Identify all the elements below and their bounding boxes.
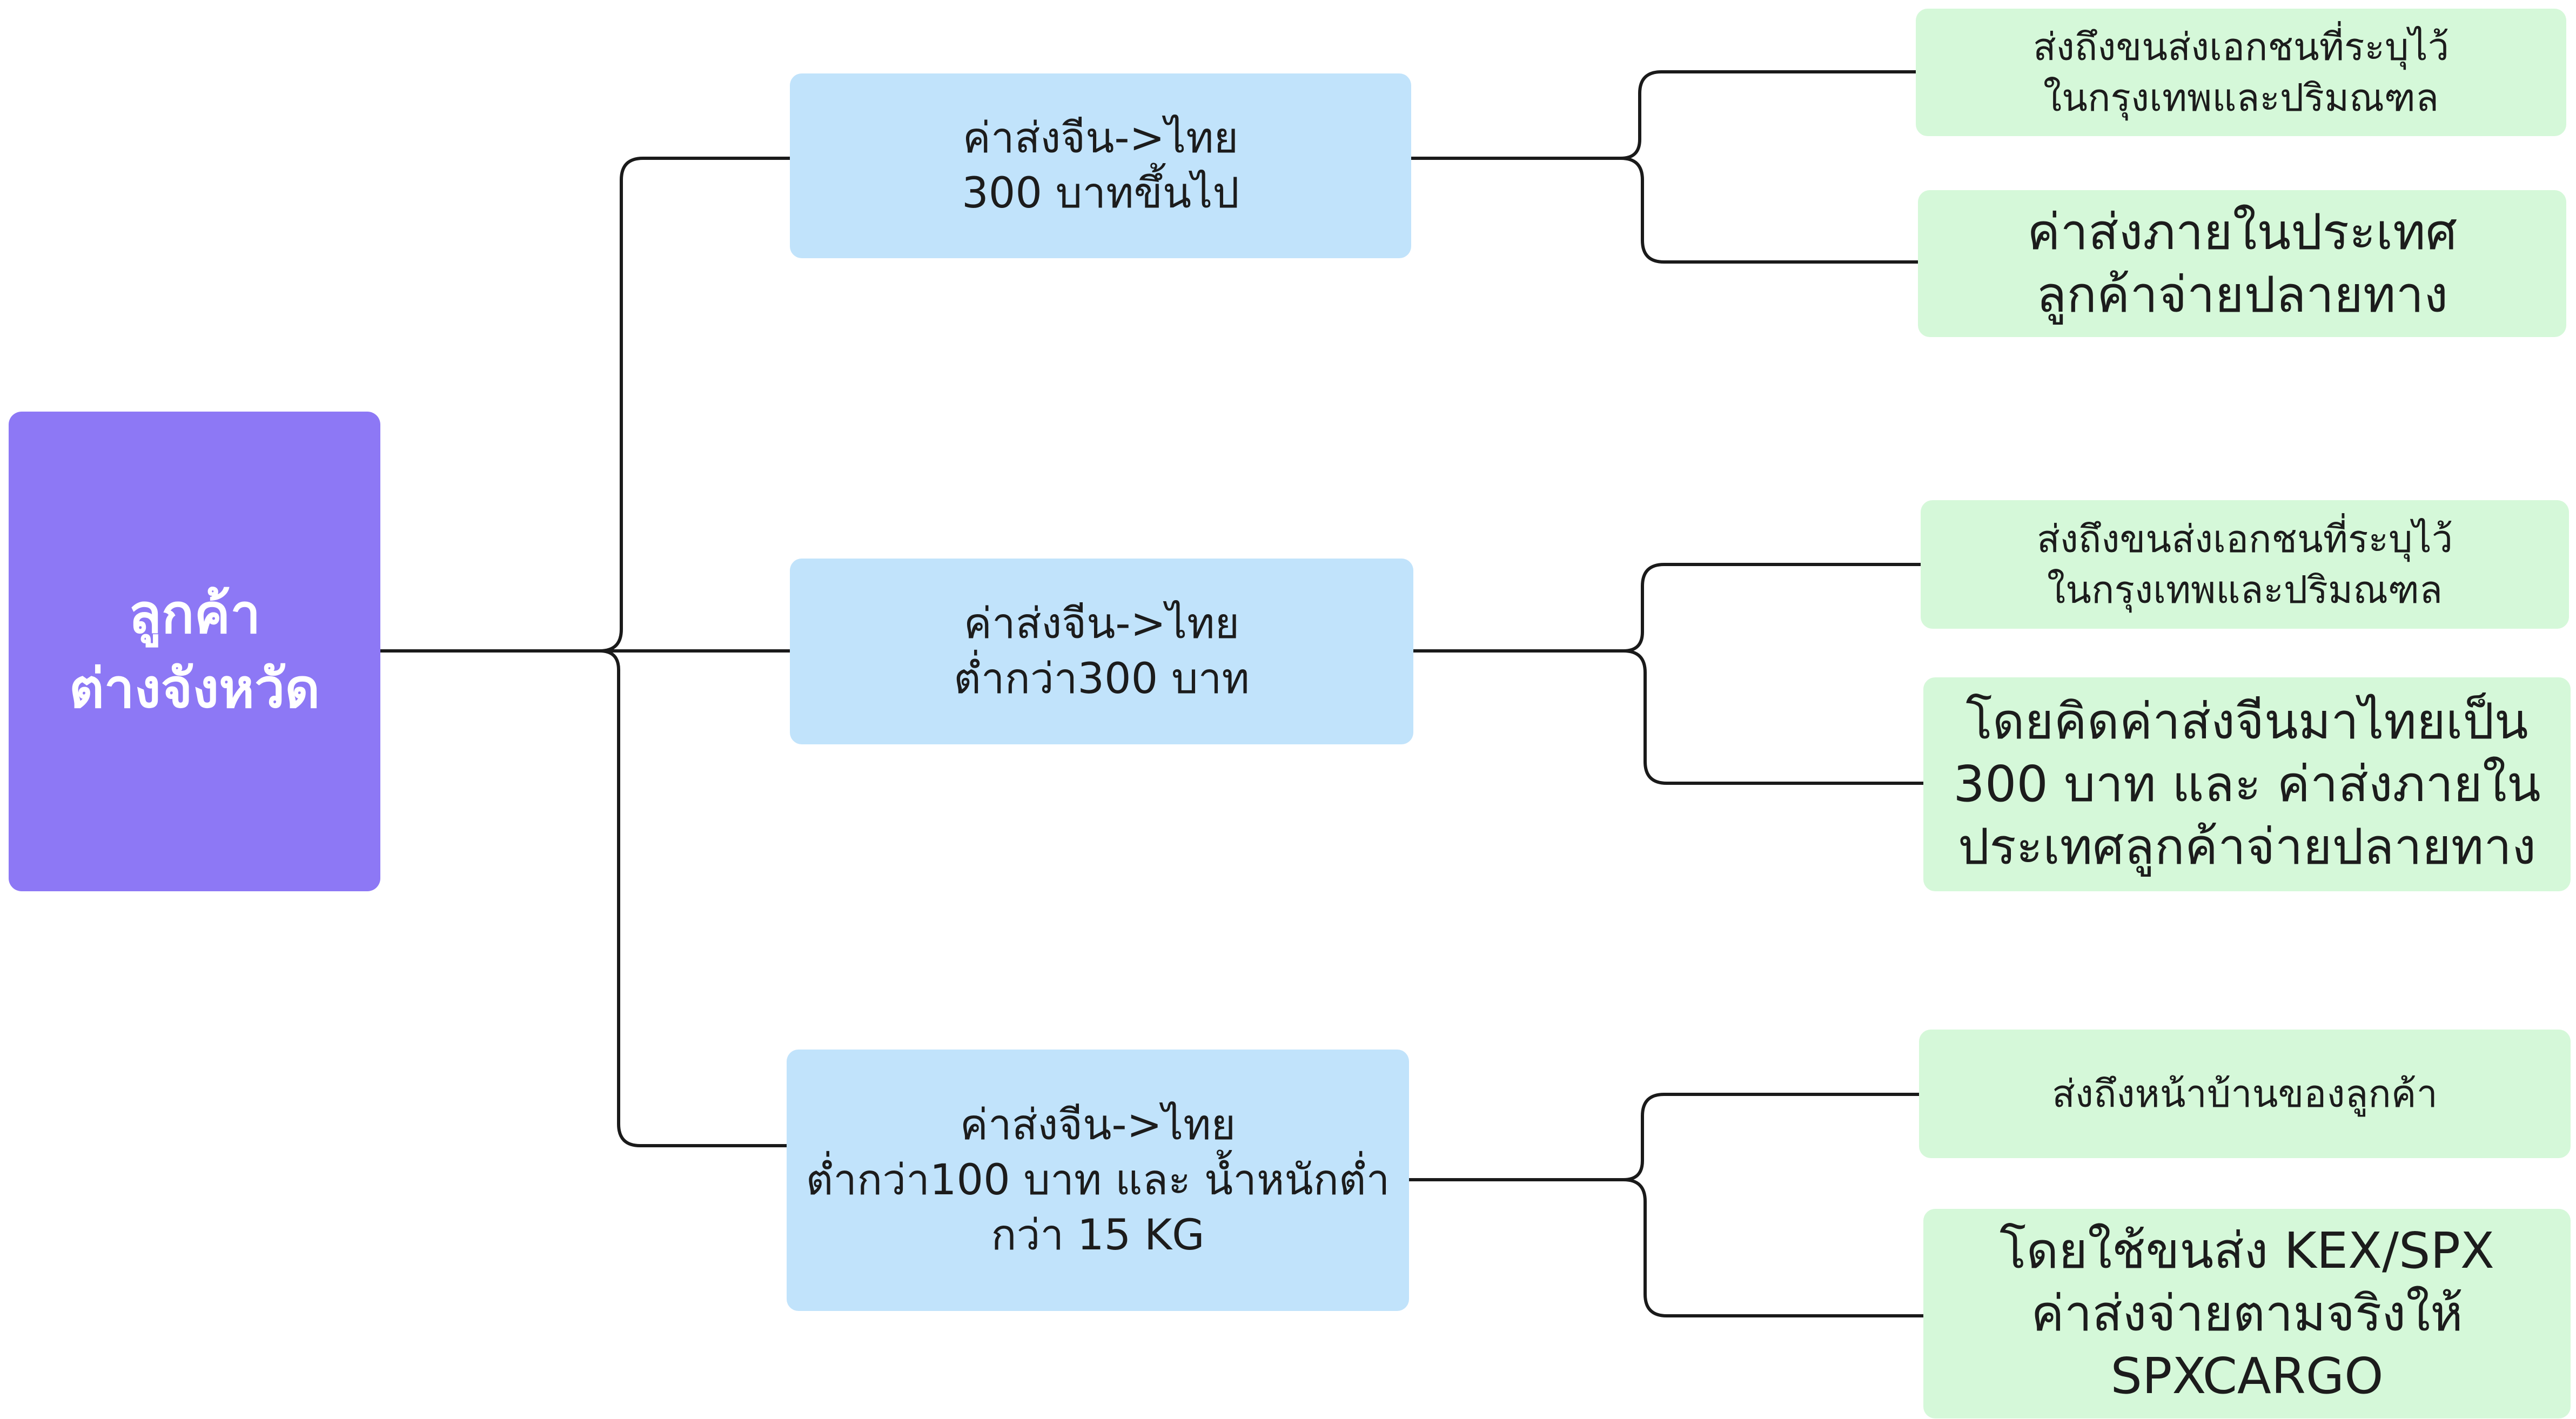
leaf-3-2-line-1: โดยใช้ขนส่ง KEX/SPX [2000, 1222, 2494, 1280]
root-line-1: ลูกค้า [128, 582, 261, 645]
leaf-2-1-line-1: ส่งถึงขนส่งเอกชนที่ระบุไว้ [2036, 517, 2453, 561]
connector-branch-1-leaf-2 [1619, 157, 1920, 264]
leaf-3-2-line-2: ค่าส่งจ่ายตามจริงให้ [2031, 1285, 2463, 1342]
connector-branch-2-leaf-1 [1622, 563, 1922, 653]
leaf-2-2-line-3: ประเทศลูกค้าจ่ายปลายทาง [1957, 818, 2537, 876]
root-node: ลูกค้า ต่างจังหวัด [9, 412, 380, 891]
leaf-2-1-line-2: ในกรุงเทพและปริมณฑล [2047, 568, 2443, 612]
branch-node-3: ค่าส่งจีน->ไทย ต่ำกว่า100 บาท และ น้ำหนั… [787, 1050, 1409, 1311]
leaf-3-2: โดยใช้ขนส่ง KEX/SPX ค่าส่งจ่ายตามจริงให้… [1923, 1209, 2571, 1418]
leaf-1-2-line-1: ค่าส่งภายในประเทศ [2027, 203, 2457, 261]
connector-branch-1-leaf-1 [1619, 70, 1917, 160]
leaf-1-1: ส่งถึงขนส่งเอกชนที่ระบุไว้ ในกรุงเทพและป… [1916, 9, 2566, 136]
branch-3-line-3: กว่า 15 KG [991, 1211, 1205, 1260]
root-line-2: ต่างจังหวัด [69, 657, 320, 720]
leaf-3-1: ส่งถึงหน้าบ้านของลูกค้า [1919, 1030, 2571, 1158]
leaf-2-2: โดยคิดค่าส่งจีนมาไทยเป็น 300 บาท และ ค่า… [1923, 677, 2571, 891]
leaf-3-1-line-1: ส่งถึงหน้าบ้านของลูกค้า [2052, 1072, 2438, 1116]
branch-1-line-1: ค่าส่งจีน->ไทย [962, 114, 1239, 163]
leaf-1-2-line-2: ลูกค้าจ่ายปลายทาง [2036, 266, 2448, 324]
branch-1-line-2: 300 บาทขึ้นไป [962, 169, 1239, 218]
connector-branch-2-leaf-2 [1622, 649, 1925, 785]
connector-branch-3-leaf-1 [1622, 1093, 1921, 1181]
leaf-2-2-line-1: โดยคิดค่าส่งจีนมาไทยเป็น [1965, 692, 2528, 750]
leaf-3-2-line-3: SPXCARGO [2110, 1347, 2384, 1405]
leaf-1-2: ค่าส่งภายในประเทศ ลูกค้าจ่ายปลายทาง [1918, 190, 2566, 337]
connector-root-branch-1 [598, 157, 791, 653]
leaf-1-1-line-2: ในกรุงเทพและปริมณฑล [2043, 76, 2439, 120]
branch-3-line-1: ค่าส่งจีน->ไทย [960, 1101, 1236, 1149]
branch-2-line-2: ต่ำกว่า300 บาท [954, 655, 1250, 703]
connector-root-branch-3 [598, 649, 788, 1147]
connector-branch-3-leaf-2 [1622, 1178, 1925, 1317]
branch-3-line-2: ต่ำกว่า100 บาท และ น้ำหนักต่ำ [806, 1156, 1390, 1205]
branch-node-2: ค่าส่งจีน->ไทย ต่ำกว่า300 บาท [790, 559, 1413, 744]
branch-2-line-1: ค่าส่งจีน->ไทย [963, 600, 1240, 648]
branch-node-1: ค่าส่งจีน->ไทย 300 บาทขึ้นไป [790, 73, 1411, 258]
leaf-1-1-line-1: ส่งถึงขนส่งเอกชนที่ระบุไว้ [2032, 25, 2450, 69]
leaf-2-2-line-2: 300 บาท และ ค่าส่งภายใน [1953, 755, 2541, 813]
leaf-2-1: ส่งถึงขนส่งเอกชนที่ระบุไว้ ในกรุงเทพและป… [1921, 500, 2569, 629]
